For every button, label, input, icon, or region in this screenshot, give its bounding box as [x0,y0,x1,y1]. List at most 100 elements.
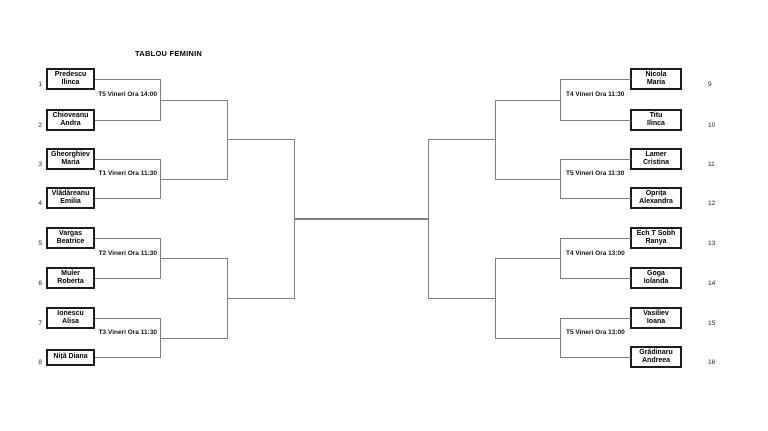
match-label: T5 Vineri Ora 13:00 [566,329,625,336]
player-name-line: Ionescu [57,309,84,317]
player-name-line: Maria [61,159,80,166]
player-name-line: Chioveanu [52,111,89,119]
seed-number: 8 [38,359,42,366]
bracket-line [560,357,632,359]
match-label: T3 Vineri Ora 11:30 [98,329,157,336]
player-name-line: Iolanda [643,278,669,285]
seed-number: 2 [38,122,42,129]
player-name-line: Niță Diana [53,352,88,360]
player-name-line: Vlădăreanu [51,189,90,197]
player-name-line: Cristina [642,159,670,166]
match-label: T1 Vineri Ora 11:30 [98,170,157,177]
bracket-line [428,139,497,141]
bracket-line [160,337,229,339]
seed-number: 15 [708,320,716,327]
player-name-line: Titu [649,111,663,119]
bracket-line [495,337,562,339]
player-name-line: Ranya [645,238,667,245]
seed-number: 1 [38,81,42,88]
seed-number: 10 [708,122,716,129]
bracket-line [227,297,296,300]
bracket-line [560,238,632,240]
player-name-line: Alexandra [639,198,673,205]
seed-number: 11 [708,161,715,168]
seed-number: 4 [38,200,42,207]
match-label: T5 Vineri Ora 11:30 [566,170,625,177]
bracket-line [95,120,162,122]
page-title: TABLOU FEMININ [135,49,203,58]
bracket-line [95,357,162,359]
seed-number: 14 [708,280,716,287]
player-name-line: Goga [647,269,665,277]
bracket-line [95,238,162,240]
player-name-line: Lamer [645,150,667,158]
seed-number: 9 [708,81,712,88]
bracket-line [560,159,632,161]
bracket-line [495,99,562,101]
bracket-line [560,120,632,122]
seed-number: 12 [708,200,716,207]
seed-number: 3 [38,161,42,168]
seed-number: 7 [38,320,42,327]
bracket-line [95,278,162,280]
player-name-line: Ilinca [647,120,665,127]
bracket-line [495,178,562,180]
bracket-line [560,79,632,81]
match-label: T4 Vineri Ora 13:00 [566,249,625,257]
player-name-line: Ioana [646,318,666,325]
player-name-line: Beatrice [56,238,85,245]
match-label: T5 Vineri Ora 14:00 [98,91,157,98]
bracket-line [95,318,162,320]
match-label: T2 Vineri Ora 11:30 [98,249,157,257]
bracket-line [495,258,562,260]
player-name-line: Vargas [59,229,82,237]
match-label: T4 Vineri Ora 11:30 [566,91,625,98]
player-name-line: Roberta [57,278,84,285]
player-name-line: Emilia [60,198,81,205]
player-name-line: Vasiliev [643,309,669,317]
player-name-line: Maria [646,79,666,86]
player-box: Niță Diana [46,348,95,366]
bracket-line [560,318,632,320]
seed-number: 6 [38,280,42,287]
seed-number: 13 [708,240,716,247]
bracket-line [160,258,229,260]
bracket-line [95,159,162,161]
player-name-line: Grădinaru [639,348,673,356]
player-name-line: Alisa [62,318,79,325]
bracket-line [560,278,632,280]
player-name-line: Andra [60,120,81,127]
player-name-line: Ilinca [61,79,80,86]
player-name-line: Ech T Sobh [636,229,676,237]
player-name-line: Predescu [54,70,87,78]
bracket-line [160,178,229,180]
player-name-line: Nicola [645,70,667,78]
bracket-line [95,79,162,81]
bracket-line [227,139,296,141]
bracket-line [294,218,430,220]
player-name-line: Muler [61,269,80,277]
seed-number: 5 [38,240,42,247]
bracket-line [560,198,632,200]
bracket-line [95,198,162,200]
player-name-line: Andreea [641,357,670,364]
seed-number: 16 [708,359,716,366]
bracket-line [160,99,229,101]
bracket-line [428,297,497,300]
